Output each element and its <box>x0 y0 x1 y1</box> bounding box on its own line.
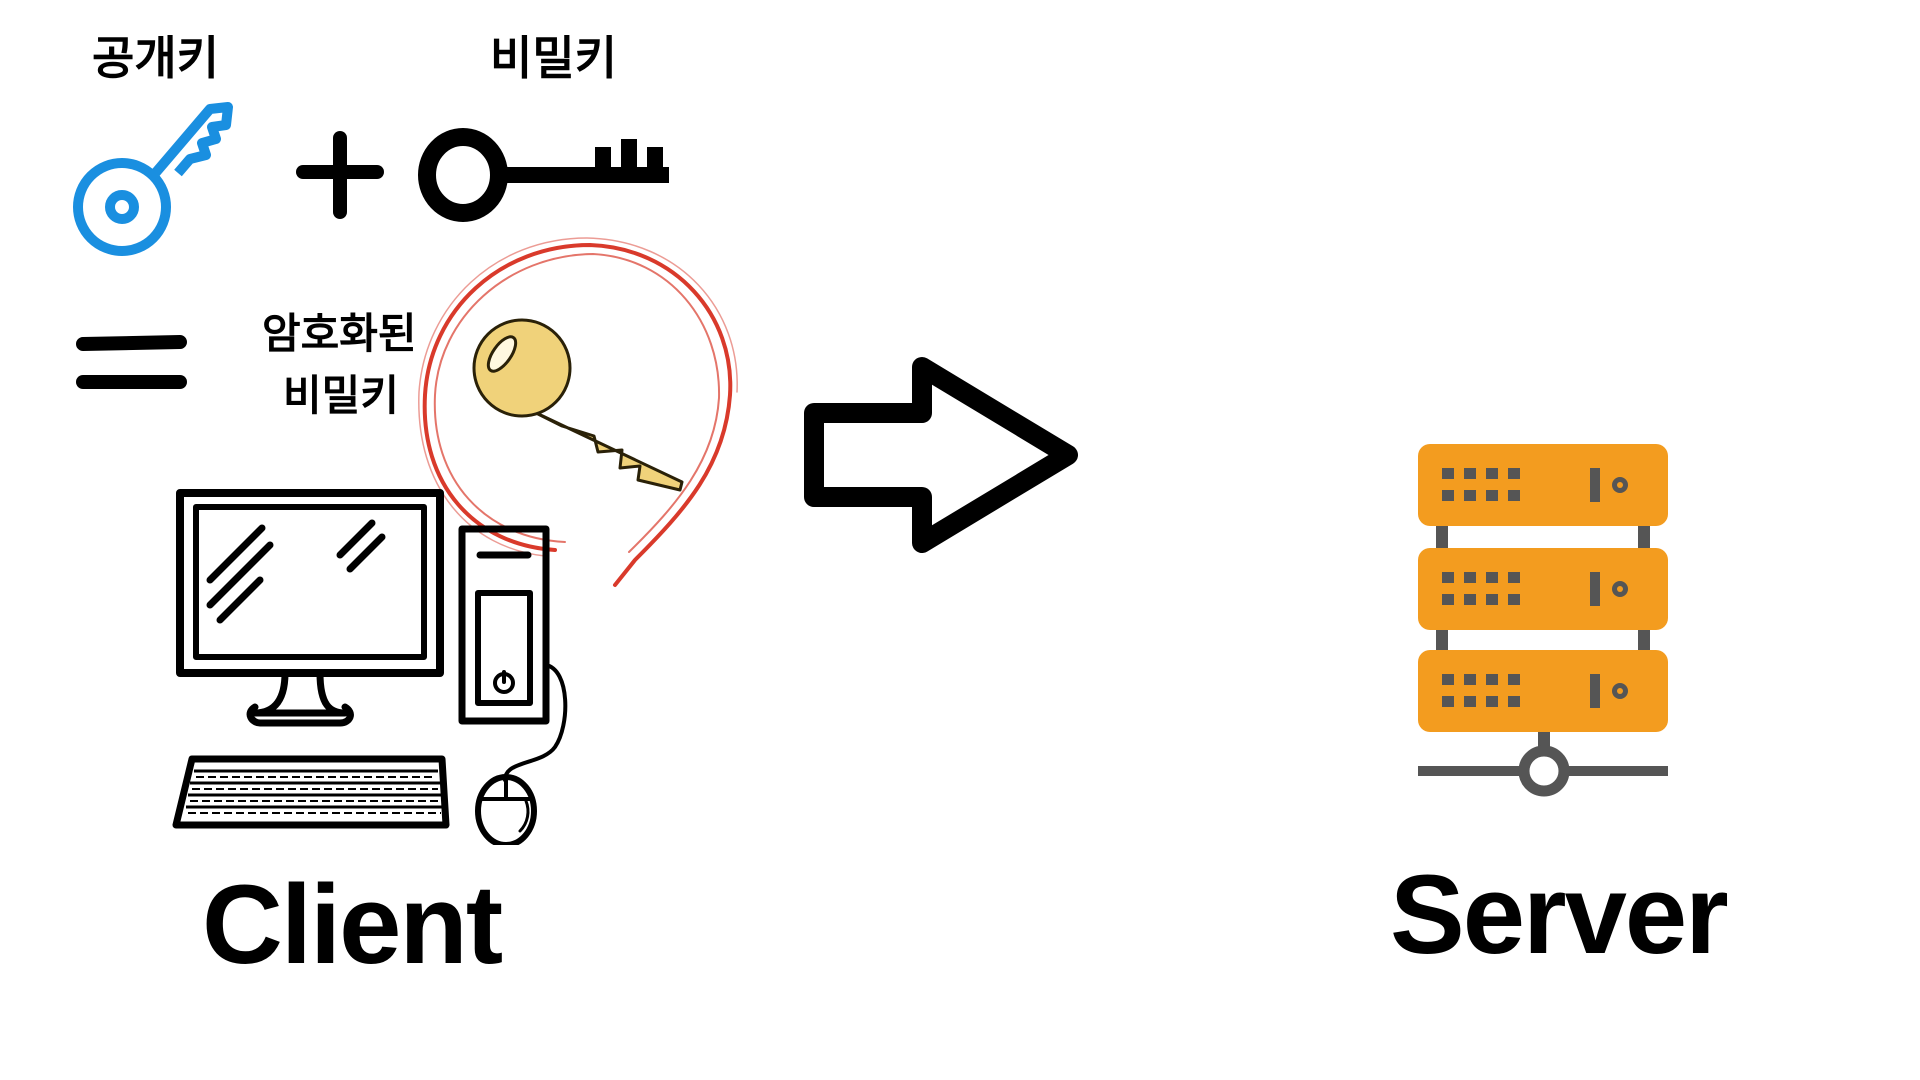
red-circle <box>418 237 738 587</box>
encrypted-key-label-line2: 비밀키 <box>283 371 399 420</box>
public-key-label: 공개키 <box>92 31 219 85</box>
client-label: Client <box>202 862 503 987</box>
black-key-icon <box>418 128 669 222</box>
gold-key-icon <box>472 318 684 492</box>
equals-icon <box>76 335 187 389</box>
server-label: Server <box>1390 852 1729 977</box>
blue-key-icon <box>73 102 233 256</box>
server-rack-icon <box>1418 444 1668 797</box>
plus-icon <box>296 131 384 219</box>
private-key-label: 비밀키 <box>490 31 617 85</box>
right-arrow-icon <box>804 357 1078 553</box>
desktop-computer-icon <box>172 489 568 845</box>
encrypted-key-label-line1: 암호화된 <box>262 309 417 358</box>
